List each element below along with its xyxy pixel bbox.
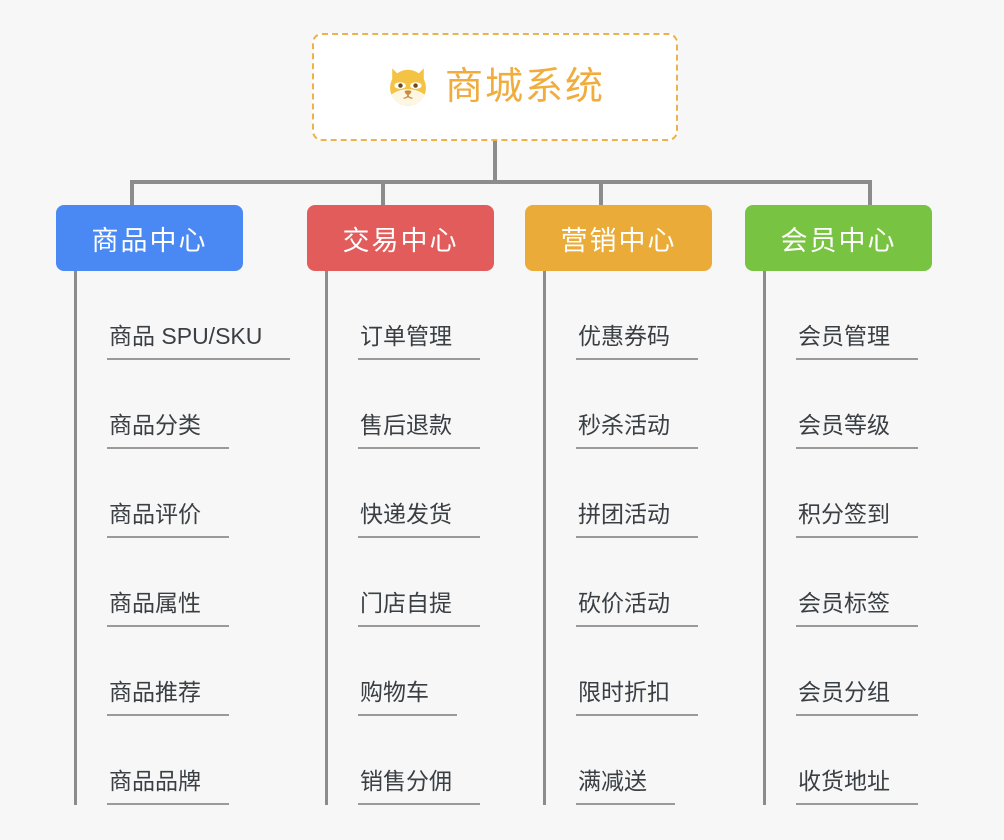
list-item[interactable]: 售后退款	[328, 360, 494, 449]
branch-trunk-1	[325, 271, 328, 805]
leaf-label: 积分签到	[796, 503, 918, 538]
list-item[interactable]: 限时折扣	[546, 627, 712, 716]
leaf-label: 限时折扣	[576, 681, 698, 716]
list-item[interactable]: 会员等级	[766, 360, 932, 449]
branch-body-3: 会员管理 会员等级 积分签到 会员标签 会员分组 收货地址	[745, 271, 932, 805]
branch-body-2: 优惠券码 秒杀活动 拼团活动 砍价活动 限时折扣 满减送	[525, 271, 712, 805]
leaf-label: 优惠券码	[576, 325, 698, 360]
list-item[interactable]: 订单管理	[328, 271, 494, 360]
list-item[interactable]: 商品分类	[77, 360, 290, 449]
connector-drop-branch-2	[599, 180, 603, 207]
leaf-label: 会员等级	[796, 414, 918, 449]
leaf-label: 订单管理	[358, 325, 480, 360]
leaf-label: 商品 SPU/SKU	[107, 325, 291, 360]
branch-header-label-1: 交易中心	[342, 225, 459, 256]
list-item[interactable]: 快递发货	[328, 449, 494, 538]
branch-header-0[interactable]: 商品中心	[56, 205, 243, 271]
connector-horizontal-bus	[130, 180, 872, 184]
list-item[interactable]: 门店自提	[328, 538, 494, 627]
leaf-label: 商品品牌	[107, 770, 229, 805]
leaf-label: 商品推荐	[107, 681, 229, 716]
leaf-label: 会员分组	[796, 681, 918, 716]
list-item[interactable]: 砍价活动	[546, 538, 712, 627]
branch-trunk-2	[543, 271, 546, 805]
leaf-label: 满减送	[576, 770, 675, 805]
root-node[interactable]: 商城系统	[312, 33, 678, 141]
branch-header-1[interactable]: 交易中心	[307, 205, 494, 271]
list-item[interactable]: 商品品牌	[77, 716, 290, 805]
list-item[interactable]: 商品推荐	[77, 627, 290, 716]
list-item[interactable]: 满减送	[546, 716, 712, 805]
leaf-label: 商品分类	[107, 414, 229, 449]
leaf-label: 砍价活动	[576, 592, 698, 627]
branch-商品中心: 商品中心 商品 SPU/SKU 商品分类 商品评价 商品属性 商品推荐 商品品牌	[56, 205, 291, 805]
branch-body-0: 商品 SPU/SKU 商品分类 商品评价 商品属性 商品推荐 商品品牌	[56, 271, 291, 805]
list-item[interactable]: 积分签到	[766, 449, 932, 538]
leaf-label: 收货地址	[796, 770, 918, 805]
list-item[interactable]: 会员分组	[766, 627, 932, 716]
list-item[interactable]: 收货地址	[766, 716, 932, 805]
leaf-label: 购物车	[358, 681, 457, 716]
list-item[interactable]: 购物车	[328, 627, 494, 716]
connector-drop-branch-0	[130, 180, 134, 207]
connector-root-stem	[493, 141, 497, 183]
leaf-label: 秒杀活动	[576, 414, 698, 449]
branch-交易中心: 交易中心 订单管理 售后退款 快递发货 门店自提 购物车 销售分佣	[307, 205, 494, 805]
connector-drop-branch-3	[868, 180, 872, 207]
list-item[interactable]: 商品评价	[77, 449, 290, 538]
dog-face-icon	[390, 68, 426, 106]
branch-header-3[interactable]: 会员中心	[745, 205, 932, 271]
connector-drop-branch-1	[381, 180, 385, 207]
branch-营销中心: 营销中心 优惠券码 秒杀活动 拼团活动 砍价活动 限时折扣 满减送	[525, 205, 712, 805]
branch-header-label-0: 商品中心	[91, 225, 208, 256]
branch-会员中心: 会员中心 会员管理 会员等级 积分签到 会员标签 会员分组 收货地址	[745, 205, 932, 805]
list-item[interactable]: 秒杀活动	[546, 360, 712, 449]
branch-header-label-2: 营销中心	[560, 225, 677, 256]
leaf-label: 售后退款	[358, 414, 480, 449]
list-item[interactable]: 优惠券码	[546, 271, 712, 360]
branch-trunk-3	[763, 271, 766, 805]
branch-body-1: 订单管理 售后退款 快递发货 门店自提 购物车 销售分佣	[307, 271, 494, 805]
leaf-label: 商品评价	[107, 503, 229, 538]
leaf-label: 会员标签	[796, 592, 918, 627]
list-item[interactable]: 会员标签	[766, 538, 932, 627]
branch-header-2[interactable]: 营销中心	[525, 205, 712, 271]
branch-trunk-0	[74, 271, 77, 805]
root-title: 商城系统	[444, 66, 605, 108]
branch-header-label-3: 会员中心	[780, 225, 897, 256]
leaf-label: 销售分佣	[358, 770, 480, 805]
leaf-label: 门店自提	[358, 592, 480, 627]
leaf-label: 快递发货	[358, 503, 480, 538]
leaf-label: 会员管理	[796, 325, 918, 360]
list-item[interactable]: 拼团活动	[546, 449, 712, 538]
list-item[interactable]: 商品属性	[77, 538, 290, 627]
list-item[interactable]: 销售分佣	[328, 716, 494, 805]
list-item[interactable]: 会员管理	[766, 271, 932, 360]
leaf-label: 拼团活动	[576, 503, 698, 538]
leaf-label: 商品属性	[107, 592, 229, 627]
list-item[interactable]: 商品 SPU/SKU	[77, 271, 291, 360]
